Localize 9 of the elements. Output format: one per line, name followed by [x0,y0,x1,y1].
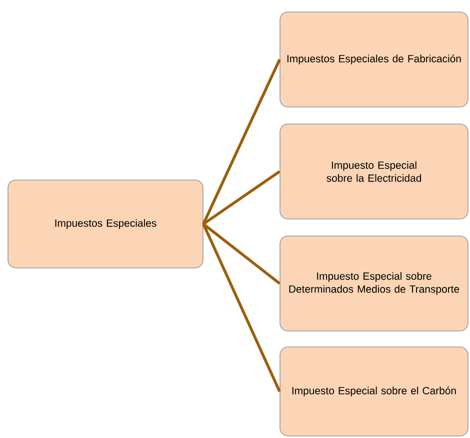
process-box: Impuestos Especiales de Fabricación [280,12,468,108]
connector-line [202,223,281,392]
connector-line [202,222,280,285]
process-box: Impuesto Especial sobre Determinados Medios de Transporte [280,236,468,332]
process-box: Impuestos Especiales [8,180,204,268]
process-box: Impuesto Especial sobre la Electricidad [280,124,468,220]
process-box: Impuesto Especial sobre el Carbón [280,346,468,436]
connector-line [202,170,280,226]
connector-line [202,58,281,225]
